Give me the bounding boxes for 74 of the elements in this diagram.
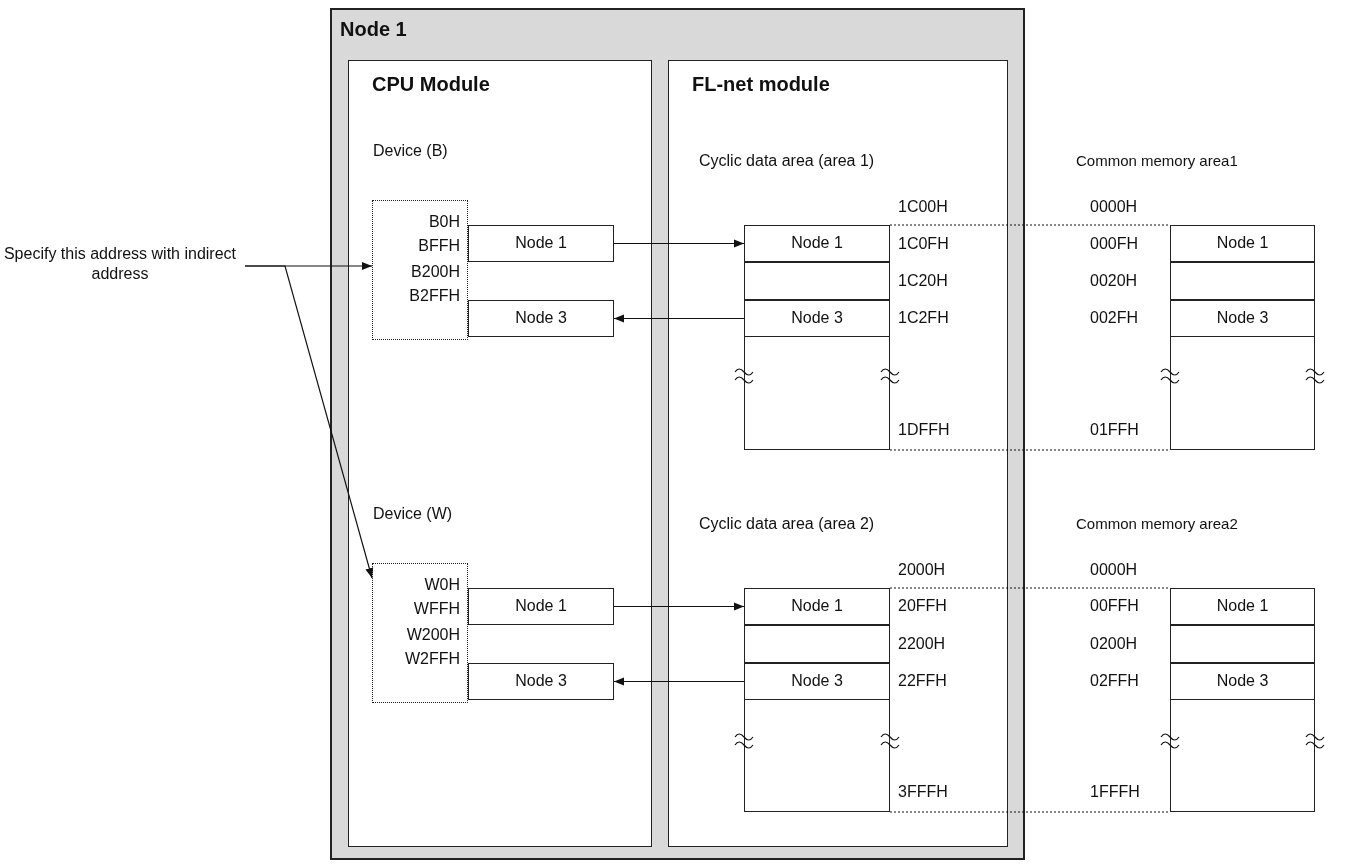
slot-label: Node 3 <box>514 308 568 328</box>
memory-slot <box>468 663 614 700</box>
address-label: B200H <box>411 262 460 282</box>
address-label: W200H <box>406 625 460 645</box>
area-heading: Device (W) <box>373 504 453 524</box>
slot-label: Node 1 <box>1215 596 1270 616</box>
empty-memory-slot <box>744 262 890 300</box>
address-label: 1DFFH <box>898 420 950 440</box>
memory-slot <box>468 225 614 262</box>
slot-label: Node 1 <box>1215 233 1270 253</box>
dotted-line <box>889 587 1171 589</box>
arrow <box>613 239 745 248</box>
address-label: 0000H <box>1090 560 1138 580</box>
address-label: 002FH <box>1090 308 1139 328</box>
address-label: BFFH <box>418 236 460 256</box>
leader-arrow <box>244 265 374 579</box>
module-panel <box>668 60 1008 847</box>
address-label: B2FFH <box>409 286 460 306</box>
address-label: WFFH <box>413 599 460 619</box>
address-label: 20FFH <box>898 596 947 616</box>
address-label: 2200H <box>898 634 946 654</box>
slot-label: Node 3 <box>514 671 568 691</box>
empty-memory-slot <box>1170 625 1315 663</box>
area-heading: Device (B) <box>373 141 448 161</box>
address-label: 1C0FH <box>898 234 949 254</box>
node-group-box <box>330 8 1025 860</box>
address-label: 3FFFH <box>898 782 948 802</box>
memory-slot <box>744 663 890 700</box>
slot-label: Node 3 <box>1215 308 1270 328</box>
memory-slot <box>744 300 890 337</box>
arrow <box>613 602 745 611</box>
module-panel <box>348 60 652 847</box>
address-label: 0020H <box>1090 271 1138 291</box>
address-label: 000FH <box>1090 234 1139 254</box>
address-label: W2FFH <box>404 649 460 669</box>
module-title: CPU Module <box>372 72 490 97</box>
memory-slot <box>1170 300 1315 337</box>
slot-label: Node 3 <box>790 671 844 691</box>
address-label: 0200H <box>1090 634 1138 654</box>
empty-memory-slot <box>744 625 890 663</box>
slot-label: Node 1 <box>790 596 844 616</box>
address-label: 02FFH <box>1090 671 1139 691</box>
area-heading: Common memory area2 <box>1076 514 1238 534</box>
address-label: 1C2FH <box>898 308 949 328</box>
arrow <box>613 677 745 686</box>
address-label: 01FFH <box>1090 420 1139 440</box>
slot-label: Node 1 <box>790 233 844 253</box>
empty-memory-slot <box>1170 262 1315 300</box>
address-label: 00FFH <box>1090 596 1139 616</box>
address-label: 2000H <box>898 560 946 580</box>
address-label: 1C00H <box>898 197 948 217</box>
address-label: 1C20H <box>898 271 948 291</box>
annotation-text: Specify this address with indirect address <box>2 244 238 284</box>
slot-label: Node 3 <box>790 308 844 328</box>
memory-slot <box>1170 663 1315 700</box>
address-label: 1FFFH <box>1090 782 1140 802</box>
dotted-line <box>889 811 1171 813</box>
address-label: B0H <box>428 212 460 232</box>
address-label: 22FFH <box>898 671 947 691</box>
arrow <box>613 314 745 323</box>
memory-slot <box>468 588 614 625</box>
area-heading: Cyclic data area (area 1) <box>699 151 875 171</box>
slot-label: Node 3 <box>1215 671 1270 691</box>
area-heading: Cyclic data area (area 2) <box>699 514 875 534</box>
dotted-line <box>889 449 1171 451</box>
address-label: 0000H <box>1090 197 1138 217</box>
slot-label: Node 1 <box>514 233 568 253</box>
address-label: W0H <box>424 575 460 595</box>
dotted-line <box>889 224 1171 226</box>
area-heading: Common memory area1 <box>1076 151 1238 171</box>
group-title: Node 1 <box>340 17 407 42</box>
module-title: FL-net module <box>692 72 830 97</box>
slot-label: Node 1 <box>514 596 568 616</box>
memory-slot <box>468 300 614 337</box>
